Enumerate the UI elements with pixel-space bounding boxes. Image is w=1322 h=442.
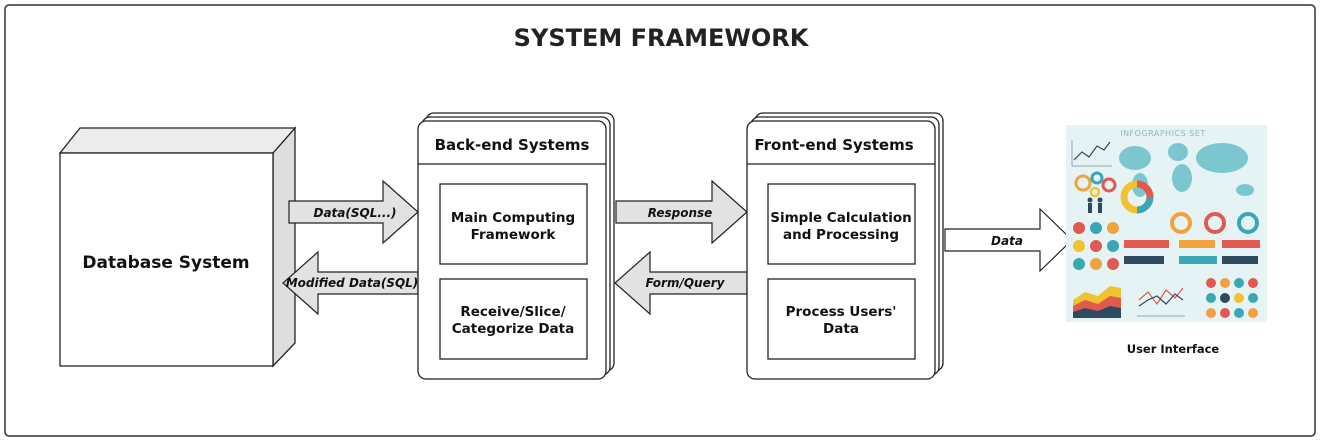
user-interface-caption: User Interface [1127,342,1220,356]
backend-module-2-line1: Receive/Slice/ [460,304,565,320]
ring-charts-icon [1170,212,1259,234]
diagram-title: SYSTEM FRAMEWORK [514,24,810,52]
area-chart-icon [1073,286,1121,318]
backend-module-main-computing [439,183,588,265]
backend-module-1-line2: Framework [471,227,557,243]
arrow-backend-to-frontend: Response [615,179,748,245]
backend-systems-stack: Back-end Systems Main Computing Framewor… [417,112,615,380]
database-system-cube: Database System [58,126,297,368]
infographic-title: INFOGRAPHICS SET [1120,129,1206,138]
cube-front-face [59,152,274,367]
frontend-module-2-line2: Data [823,321,859,337]
arrow-db-to-backend-label: Data(SQL...) [313,206,396,220]
backend-module-receive-slice [439,278,588,360]
cube-side-face [272,126,296,368]
gear-cluster-icon [1074,171,1117,198]
arrow-backend-to-frontend-label: Response [648,206,713,220]
line-chart-icon [1137,287,1185,317]
user-interface-infographic: INFOGRAPHICS SET [1066,125,1267,356]
frontend-systems-stack: Front-end Systems Simple Calculation and… [746,112,944,380]
frontend-title: Front-end Systems [754,136,913,154]
arrow-frontend-to-backend: Form/Query [614,250,748,316]
arrow-frontend-to-backend-label: Form/Query [646,276,726,290]
arrow-frontend-to-ui: Data [944,207,1073,273]
database-system-label: Database System [82,253,249,273]
people-bars-icon [1124,240,1260,264]
people-icon [1087,197,1103,213]
arrow-frontend-to-ui-label: Data [991,234,1023,248]
world-map-dots-icon [1119,143,1254,197]
frontend-module-1-line1: Simple Calculation [770,210,912,226]
arrow-db-to-backend: Data(SQL...) [288,179,419,245]
frontend-module-1-line2: and Processing [783,227,899,243]
app-icon-grid [1206,278,1258,318]
pie-grid-icon [1073,222,1119,270]
frontend-module-simple-calc [767,183,916,265]
arrow-backend-to-db: Modified Data(SQL) [282,250,419,316]
frontend-module-2-line1: Process Users' [786,304,897,320]
arrow-backend-to-db-label: Modified Data(SQL) [286,276,419,290]
backend-module-1-line1: Main Computing [451,210,575,226]
donut-chart-icon [1120,180,1154,214]
backend-module-2-line2: Categorize Data [452,321,574,337]
cube-top-face [58,127,297,154]
backend-title: Back-end Systems [435,136,590,154]
frontend-module-process-users [767,278,916,360]
mini-line-chart-icon [1071,140,1112,167]
